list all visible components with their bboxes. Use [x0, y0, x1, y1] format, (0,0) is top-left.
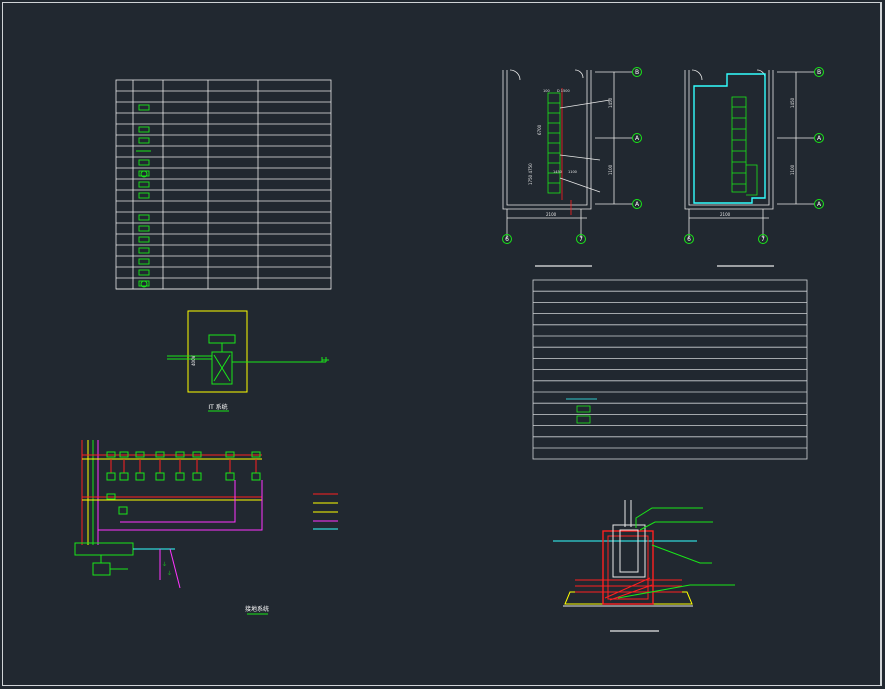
ground-node	[106, 472, 116, 481]
svg-text:6700: 6700	[537, 124, 542, 135]
legend-symbol	[138, 181, 150, 188]
svg-text:1750 4750: 1750 4750	[528, 163, 533, 185]
svg-text:100: 100	[543, 89, 550, 93]
axis-bubble: B	[632, 67, 642, 77]
ground-node	[251, 472, 261, 481]
ground-node	[175, 472, 185, 481]
axis-bubble: 7	[758, 234, 768, 244]
axis-bubbles: B A A 6 7 B A A 6 7	[502, 67, 824, 244]
ground-node	[155, 472, 165, 481]
legend-symbol	[138, 170, 150, 177]
svg-text:2100: 2100	[720, 212, 731, 217]
svg-text:1450: 1450	[553, 170, 562, 174]
axis-label: A	[635, 201, 640, 208]
title-strip	[881, 2, 885, 686]
legend-symbol	[138, 269, 150, 276]
svg-text:1100: 1100	[608, 164, 613, 175]
floor-plan-left: 2100 1450 1100 6700 1750 4750 100 D 1500…	[502, 69, 632, 267]
legend-symbol	[138, 258, 150, 265]
legend-symbols	[136, 104, 151, 288]
axis-label: 6	[687, 236, 691, 243]
legend-symbol	[138, 126, 150, 133]
ground-node	[119, 451, 129, 458]
ground-node	[135, 472, 145, 481]
svg-text:1100: 1100	[568, 170, 577, 174]
ground-node	[192, 451, 202, 458]
it-caption: IT 系统	[208, 403, 227, 411]
axis-label: A	[817, 135, 822, 142]
ground-node	[155, 451, 165, 458]
legend-symbol	[138, 192, 150, 199]
svg-text:1100: 1100	[790, 164, 795, 175]
legend-symbol	[138, 280, 150, 287]
floor-plan-right: 2100 1450 1100	[684, 69, 814, 267]
axis-bubble: B	[814, 67, 824, 77]
axis-bubble: A	[632, 133, 642, 143]
legend-symbol	[138, 214, 150, 221]
ground-node	[106, 493, 116, 500]
legend-symbol	[138, 104, 150, 111]
ground-node	[225, 451, 235, 458]
notes-table	[532, 279, 808, 460]
svg-text:D 1500: D 1500	[557, 89, 570, 93]
foundation-section	[553, 500, 735, 632]
legend-symbol	[138, 247, 150, 254]
grounding-schematic: ⏚ ⏚ 接地系统	[74, 440, 338, 615]
axis-bubble: A	[632, 199, 642, 209]
legend-table	[115, 79, 332, 290]
ground-node	[135, 451, 145, 458]
svg-text:⏚: ⏚	[167, 570, 172, 577]
axis-label: B	[635, 69, 639, 76]
ground-node	[118, 506, 128, 515]
ground-node	[251, 451, 261, 458]
ground-node	[119, 472, 129, 481]
svg-text:1450: 1450	[790, 97, 795, 108]
axis-bubble: 6	[502, 234, 512, 244]
legend-symbol	[140, 280, 148, 288]
legend-symbol	[138, 236, 150, 243]
svg-text:400V: 400V	[191, 355, 196, 366]
legend-symbol	[138, 137, 150, 144]
axis-bubble: 7	[576, 234, 586, 244]
axis-label: A	[635, 135, 640, 142]
ground-node	[106, 451, 116, 458]
ground-caption: 接地系统	[245, 605, 269, 613]
axis-label: 7	[761, 236, 765, 243]
legend-symbol	[138, 159, 150, 166]
svg-text:2100: 2100	[546, 212, 557, 217]
axis-label: 6	[505, 236, 509, 243]
ground-node	[175, 451, 185, 458]
legend-symbol	[140, 170, 148, 178]
svg-text:⏚: ⏚	[162, 561, 167, 568]
axis-label: 7	[579, 236, 583, 243]
ground-node	[225, 472, 235, 481]
axis-bubble: 6	[684, 234, 694, 244]
ground-node	[192, 472, 202, 481]
axis-bubble: A	[814, 133, 824, 143]
axis-label: B	[817, 69, 821, 76]
legend-symbol	[138, 225, 150, 232]
axis-bubble: A	[814, 199, 824, 209]
axis-label: A	[817, 201, 822, 208]
it-system-diagram: 400V IT 系统	[167, 310, 329, 412]
svg-text:1450: 1450	[608, 97, 613, 108]
